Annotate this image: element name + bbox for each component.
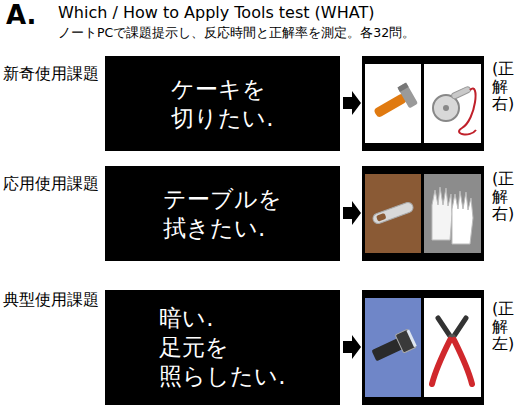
panel-letter: A.	[6, 0, 36, 30]
diagram-title: Which / How to Apply Tools test (WHAT)	[58, 3, 374, 22]
subtitle-note: ノートPCで課題提示し、反応時間と正解率を測定。各32問。	[58, 25, 415, 42]
prompt-box: テーブルを 拭きたい.	[105, 166, 340, 261]
row-label: 典型使用課題	[3, 290, 99, 311]
prompt-box: ケーキを 切りたい.	[105, 56, 340, 151]
prompt-text: ケーキを 切りたい.	[171, 75, 273, 133]
answer-note: (正解左)	[492, 300, 508, 353]
answer-note: (正解右)	[492, 170, 508, 223]
prompt-box: 暗い. 足元を 照らしたい.	[105, 290, 340, 405]
prompt-text: 暗い. 足元を 照らしたい.	[159, 304, 285, 390]
answer-note: (正解右)	[492, 60, 508, 113]
row-label: 新奇使用課題	[3, 64, 99, 85]
row-label: 応用使用課題	[3, 174, 99, 195]
prompt-text: テーブルを 拭きたい.	[163, 185, 282, 243]
